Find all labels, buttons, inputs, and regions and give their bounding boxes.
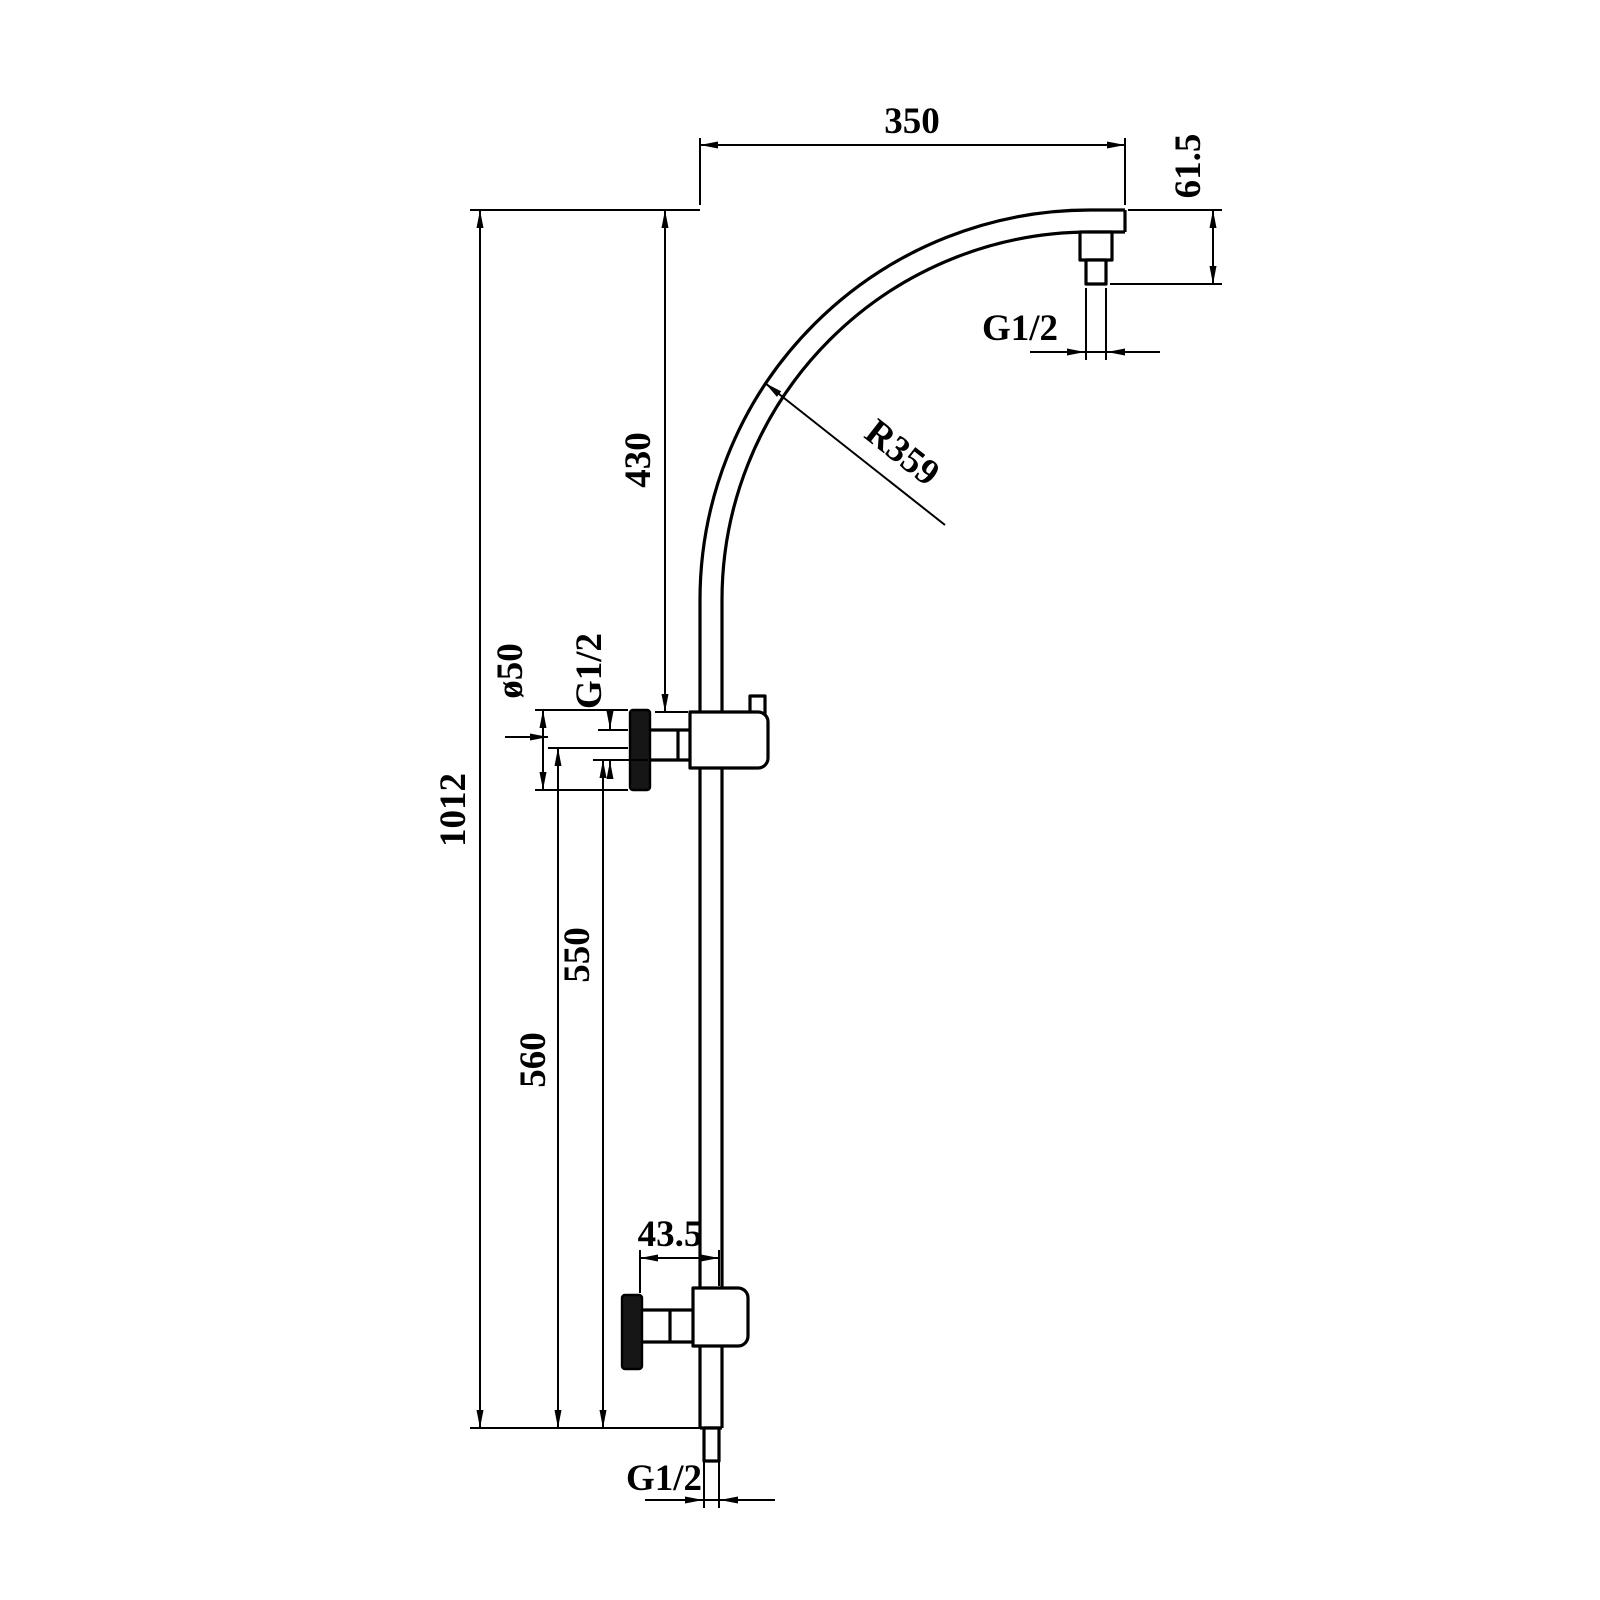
handshower-holder: [691, 1286, 750, 1348]
dim-arm-end-height-label: 61.5: [1168, 134, 1209, 199]
bottom-outlet-thread-label: G1/2: [626, 1458, 702, 1499]
radius-leader: [764, 382, 946, 526]
dimension-annotations: [470, 138, 1222, 1508]
dim-overall-height-label: 1012: [433, 773, 474, 847]
dimension-labels: 350 61.5 G1/2 R359 430 1012 ø50 G1/2 550…: [433, 101, 1209, 1499]
dim-arm-width-label: 350: [884, 101, 940, 142]
flange-diameter-label: ø50: [490, 643, 531, 699]
top-outlet-nipple: [1084, 258, 1108, 286]
dim-560-label: 560: [513, 1032, 554, 1088]
arm-inner-curve: [720, 230, 1125, 601]
arm-outer-curve: [698, 208, 1125, 601]
curve-radius-label: R359: [857, 411, 947, 494]
dim-top-to-bracket-label: 430: [618, 432, 659, 488]
dim-550-label: 550: [557, 927, 598, 983]
top-outlet-thread-label: G1/2: [982, 308, 1058, 349]
product-outline: [620, 208, 1127, 1463]
upper-wall-flange: [628, 708, 652, 792]
bottom-inlet-nipple: [702, 1426, 721, 1463]
dim-lower-bracket-offset-label: 43.5: [638, 1214, 703, 1255]
lower-wall-flange: [620, 1293, 644, 1371]
wall-inlet-thread-label: G1/2: [569, 633, 610, 709]
top-outlet-body: [1078, 230, 1114, 262]
slider-sleeve: [688, 710, 770, 770]
